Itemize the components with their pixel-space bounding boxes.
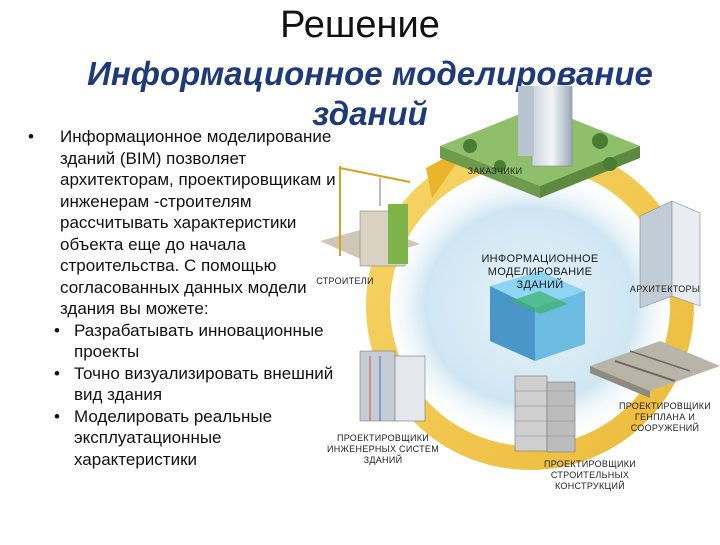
sub-bullet: • Точно визуализировать внешний вид здани… [28,363,338,406]
label-systems-engineers: ПРОЕКТИРОВЩИКИ ИНЖЕНЕРНЫХ СИСТЕМ ЗДАНИЙ [326,433,440,465]
label-customers: ЗАКАЗЧИКИ [467,166,523,176]
structural-building-icon [514,375,576,453]
main-bullet: Информационное моделирование зданий (BIM… [28,126,338,320]
bim-model-cube [490,271,585,361]
sub-bullet: • Разрабатывать инновационные проекты [28,320,338,363]
sub-bullet: • Моделировать реальные эксплуатационные … [28,406,338,471]
sub-bullet-list: • Разрабатывать инновационные проекты • То… [28,320,338,471]
architects-building-icon [639,200,701,309]
slide-title: Решение [280,4,440,46]
sub-bullet-text: Точно визуализировать внешний вид здания [74,363,334,405]
bim-cycle-graphic [320,35,720,470]
systems-building-icon [359,350,426,422]
label-site-planners: ПРОЕКТИРОВЩИКИ ГЕНПЛАНА И СООРУЖЕНИЙ [618,401,712,433]
site-plan-icon [590,341,720,398]
label-builders: СТРОИТЕЛИ [316,276,374,286]
label-structural-engineers: ПРОЕКТИРОВЩИКИ СТРОИТЕЛЬНЫХ КОНСТРУКЦИЙ [543,459,637,491]
bullet-dot: • [54,363,60,383]
bim-cycle-diagram: ЗАКАЗЧИКИ СТРОИТЕЛИ ИНФОРМАЦИОННОЕ МОДЕЛ… [300,35,720,540]
label-center: ИНФОРМАЦИОННОЕ МОДЕЛИРОВАНИЕ ЗДАНИЙ [481,253,599,291]
sub-bullet-text: Разрабатывать инновационные проекты [74,320,324,362]
bullet-dot: • [54,320,60,340]
bullet-dot: • [54,406,60,426]
slide-subtitle: Информационное моделирование зданий [40,54,700,134]
builders-building-icon [320,166,420,267]
label-architects: АРХИТЕКТОРЫ [629,284,701,294]
sub-bullet-text: Моделировать реальные эксплуатационные х… [74,406,273,469]
bullet-list: Информационное моделирование зданий (BIM… [28,126,338,470]
